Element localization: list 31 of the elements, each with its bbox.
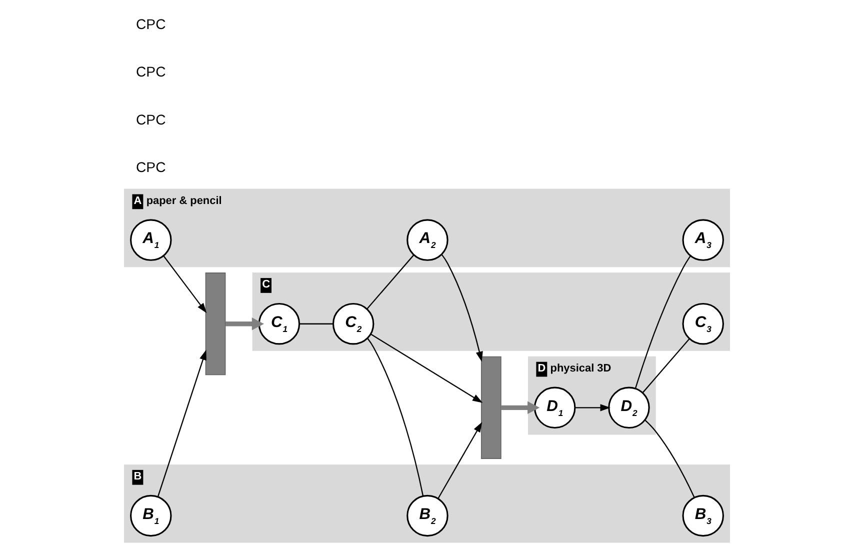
node-bar: [205, 272, 226, 376]
node-circle: D$_{1}$: [534, 386, 576, 429]
node-circle: B$_{1}$: [130, 494, 172, 537]
arrow: [370, 334, 483, 403]
label: CPC: [136, 64, 166, 80]
connector: [634, 256, 691, 388]
node-circle: A$_{1}$: [130, 219, 172, 261]
arrow: [441, 254, 483, 362]
arrow: [157, 350, 206, 497]
node-bar: [480, 356, 502, 459]
arrow: [501, 401, 540, 414]
node-circle: A$_{2}$: [406, 219, 448, 261]
label: CPC: [136, 159, 166, 176]
label: CPC: [136, 16, 166, 32]
node-circle: A$_{3}$: [682, 219, 724, 261]
arrow: [163, 256, 207, 314]
node-circle: B$_{3}$: [682, 494, 724, 537]
connector: [642, 338, 690, 394]
label: CPC: [136, 111, 166, 128]
connector: [644, 420, 695, 498]
connector: [299, 323, 334, 324]
arrow: [438, 422, 482, 499]
arrow: [225, 318, 264, 330]
arrow: [575, 404, 610, 412]
connector: [367, 338, 424, 496]
node-circle: D$_{2}$: [608, 386, 650, 429]
node-circle: C$_{3}$: [682, 302, 724, 345]
node-circle: B$_{2}$: [406, 494, 448, 537]
node-circle: C$_{2}$: [332, 302, 374, 345]
connector: [366, 254, 414, 310]
node-circle: C$_{1}$: [258, 302, 300, 345]
